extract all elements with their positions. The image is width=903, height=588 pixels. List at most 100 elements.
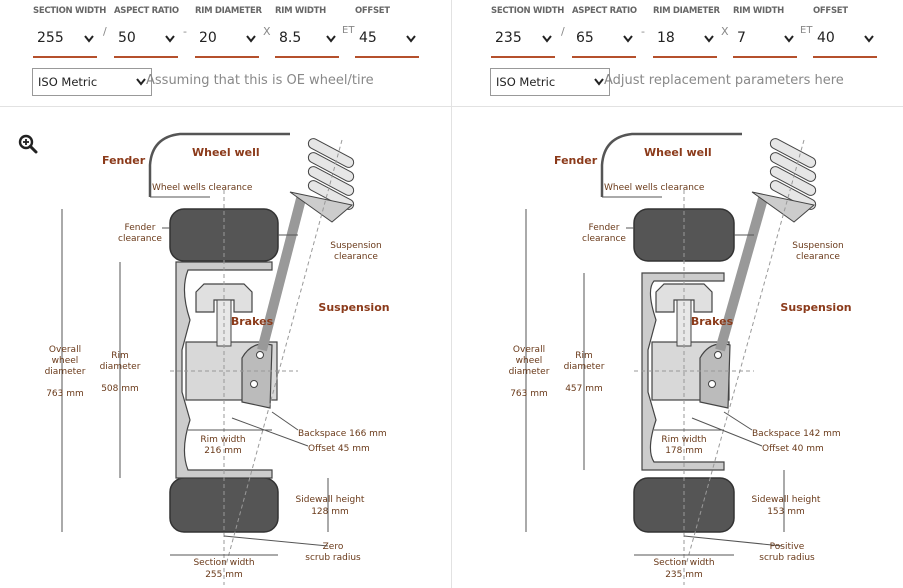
unit-system-value: ISO Metric xyxy=(38,75,98,89)
separator-slash: / xyxy=(103,25,107,38)
aspect-ratio-value: 65 xyxy=(576,30,594,46)
chevron-down-icon xyxy=(864,35,874,43)
knuckle-bolt xyxy=(250,380,258,388)
chevron-down-icon xyxy=(136,78,146,86)
offset-label: Offset 45 mm xyxy=(308,444,370,454)
offset-value: 45 xyxy=(359,30,377,46)
aspect-ratio-select[interactable]: 65 xyxy=(572,24,636,58)
controls-divider xyxy=(0,106,903,107)
rim-profile xyxy=(641,272,725,471)
zoom-in-icon[interactable] xyxy=(18,134,38,154)
section-width-select[interactable]: 235 xyxy=(491,24,555,58)
separator-slash: / xyxy=(561,25,565,38)
section-width-value: 235 mm xyxy=(665,570,703,580)
overall-diameter-label: diameter xyxy=(45,367,86,377)
unit-system-select[interactable]: ISO Metric xyxy=(32,68,152,96)
brakes-label: Brakes xyxy=(691,315,734,328)
sidewall-height-label: Sidewall height xyxy=(752,495,821,505)
wheel-well-label: Wheel well xyxy=(644,146,712,159)
chevron-down-icon xyxy=(542,35,552,43)
section-width-label: Section width xyxy=(653,558,714,568)
original-tire-panel: SECTION WIDTH 255 / ASPECT RATIO 50 - RI… xyxy=(0,0,451,588)
overall-diameter-label: Overall xyxy=(49,345,81,355)
overall-diameter-value: 763 mm xyxy=(510,389,548,399)
offset-label: OFFSET xyxy=(355,6,390,16)
knuckle-bolt xyxy=(256,351,264,359)
rim-diameter-value: 457 mm xyxy=(565,384,603,394)
rim-width-select[interactable]: 8.5 xyxy=(275,24,339,58)
scrub-radius-label: scrub radius xyxy=(759,553,815,563)
suspension-spring-coil xyxy=(307,180,355,210)
suspension-clearance-label: Suspension xyxy=(330,241,381,251)
steering-axis-line xyxy=(685,139,805,566)
rim-diameter-label: RIM DIAMETER xyxy=(195,6,262,16)
chevron-down-icon xyxy=(704,35,714,43)
chevron-down-icon xyxy=(784,35,794,43)
suspension-spring-coil xyxy=(307,152,355,182)
rim-width-field: RIM WIDTH 7 xyxy=(733,6,797,58)
rim-width-label: Rim width xyxy=(200,435,245,445)
aspect-ratio-select[interactable]: 50 xyxy=(114,24,178,58)
fender-outline xyxy=(600,132,742,197)
overall-diameter-label: diameter xyxy=(509,367,550,377)
suspension-label: Suspension xyxy=(318,301,389,314)
separator-dash: - xyxy=(641,25,645,38)
suspension-clearance-label: Suspension xyxy=(792,241,843,251)
separator-x: X xyxy=(721,25,729,38)
scrub-radius-label: Positive xyxy=(770,542,805,552)
separator-et: ET xyxy=(342,25,355,36)
separator-x: X xyxy=(263,25,271,38)
fender-clearance-label: Fender xyxy=(125,223,156,233)
sidewall-height-value: 153 mm xyxy=(767,507,805,517)
rim-diameter-label: Rim xyxy=(575,351,593,361)
section-width-value: 255 mm xyxy=(205,570,243,580)
separator-dash: - xyxy=(183,25,187,38)
suspension-strut xyxy=(257,193,307,352)
rim-width-select[interactable]: 7 xyxy=(733,24,797,58)
sidewall-height-value: 128 mm xyxy=(311,507,349,517)
offset-select[interactable]: 40 xyxy=(813,24,877,58)
overall-diameter-label: wheel xyxy=(516,356,543,366)
offset-value: 40 xyxy=(817,30,835,46)
offset-select[interactable]: 45 xyxy=(355,24,419,58)
rim-width-value: 178 mm xyxy=(665,446,703,456)
rim-width-label: RIM WIDTH xyxy=(275,6,326,16)
rim-diameter-label: RIM DIAMETER xyxy=(653,6,720,16)
rim-diameter-label: diameter xyxy=(564,362,605,372)
rim-width-value: 216 mm xyxy=(204,446,242,456)
offset-leader xyxy=(691,417,763,447)
scrub-radius-leader xyxy=(683,535,783,547)
chevron-down-icon xyxy=(84,35,94,43)
section-width-value: 235 xyxy=(495,30,522,46)
overall-diameter-label: Overall xyxy=(513,345,545,355)
offset-label: Offset 40 mm xyxy=(762,444,824,454)
knuckle-bolt xyxy=(714,351,722,359)
unit-system-select[interactable]: ISO Metric xyxy=(490,68,610,96)
rim-width-field: RIM WIDTH 8.5 xyxy=(275,6,339,58)
separator-et: ET xyxy=(800,25,813,36)
offset-leader xyxy=(231,417,309,447)
rim-width-value: 8.5 xyxy=(279,30,302,46)
aspect-ratio-value: 50 xyxy=(118,30,136,46)
section-width-select[interactable]: 255 xyxy=(33,24,97,58)
suspension-spring-coil xyxy=(769,152,817,182)
suspension-strut xyxy=(715,193,769,352)
chevron-down-icon xyxy=(165,35,175,43)
backspace-leader xyxy=(271,411,299,431)
chevron-down-icon xyxy=(326,35,336,43)
aspect-ratio-label: ASPECT RATIO xyxy=(114,6,179,16)
chevron-down-icon xyxy=(406,35,416,43)
rim-diameter-value: 20 xyxy=(199,30,217,46)
backspace-leader xyxy=(723,411,753,431)
rim-diameter-label: Rim xyxy=(111,351,129,361)
strut-mount xyxy=(289,191,354,223)
steering-axis-line xyxy=(225,139,343,566)
knuckle-bolt xyxy=(708,380,716,388)
rim-diameter-select[interactable]: 20 xyxy=(195,24,259,58)
aspect-ratio-field: ASPECT RATIO 50 xyxy=(114,6,179,58)
brakes-label: Brakes xyxy=(231,315,274,328)
backspace-label: Backspace 142 mm xyxy=(752,429,841,439)
rim-diameter-select[interactable]: 18 xyxy=(653,24,717,58)
